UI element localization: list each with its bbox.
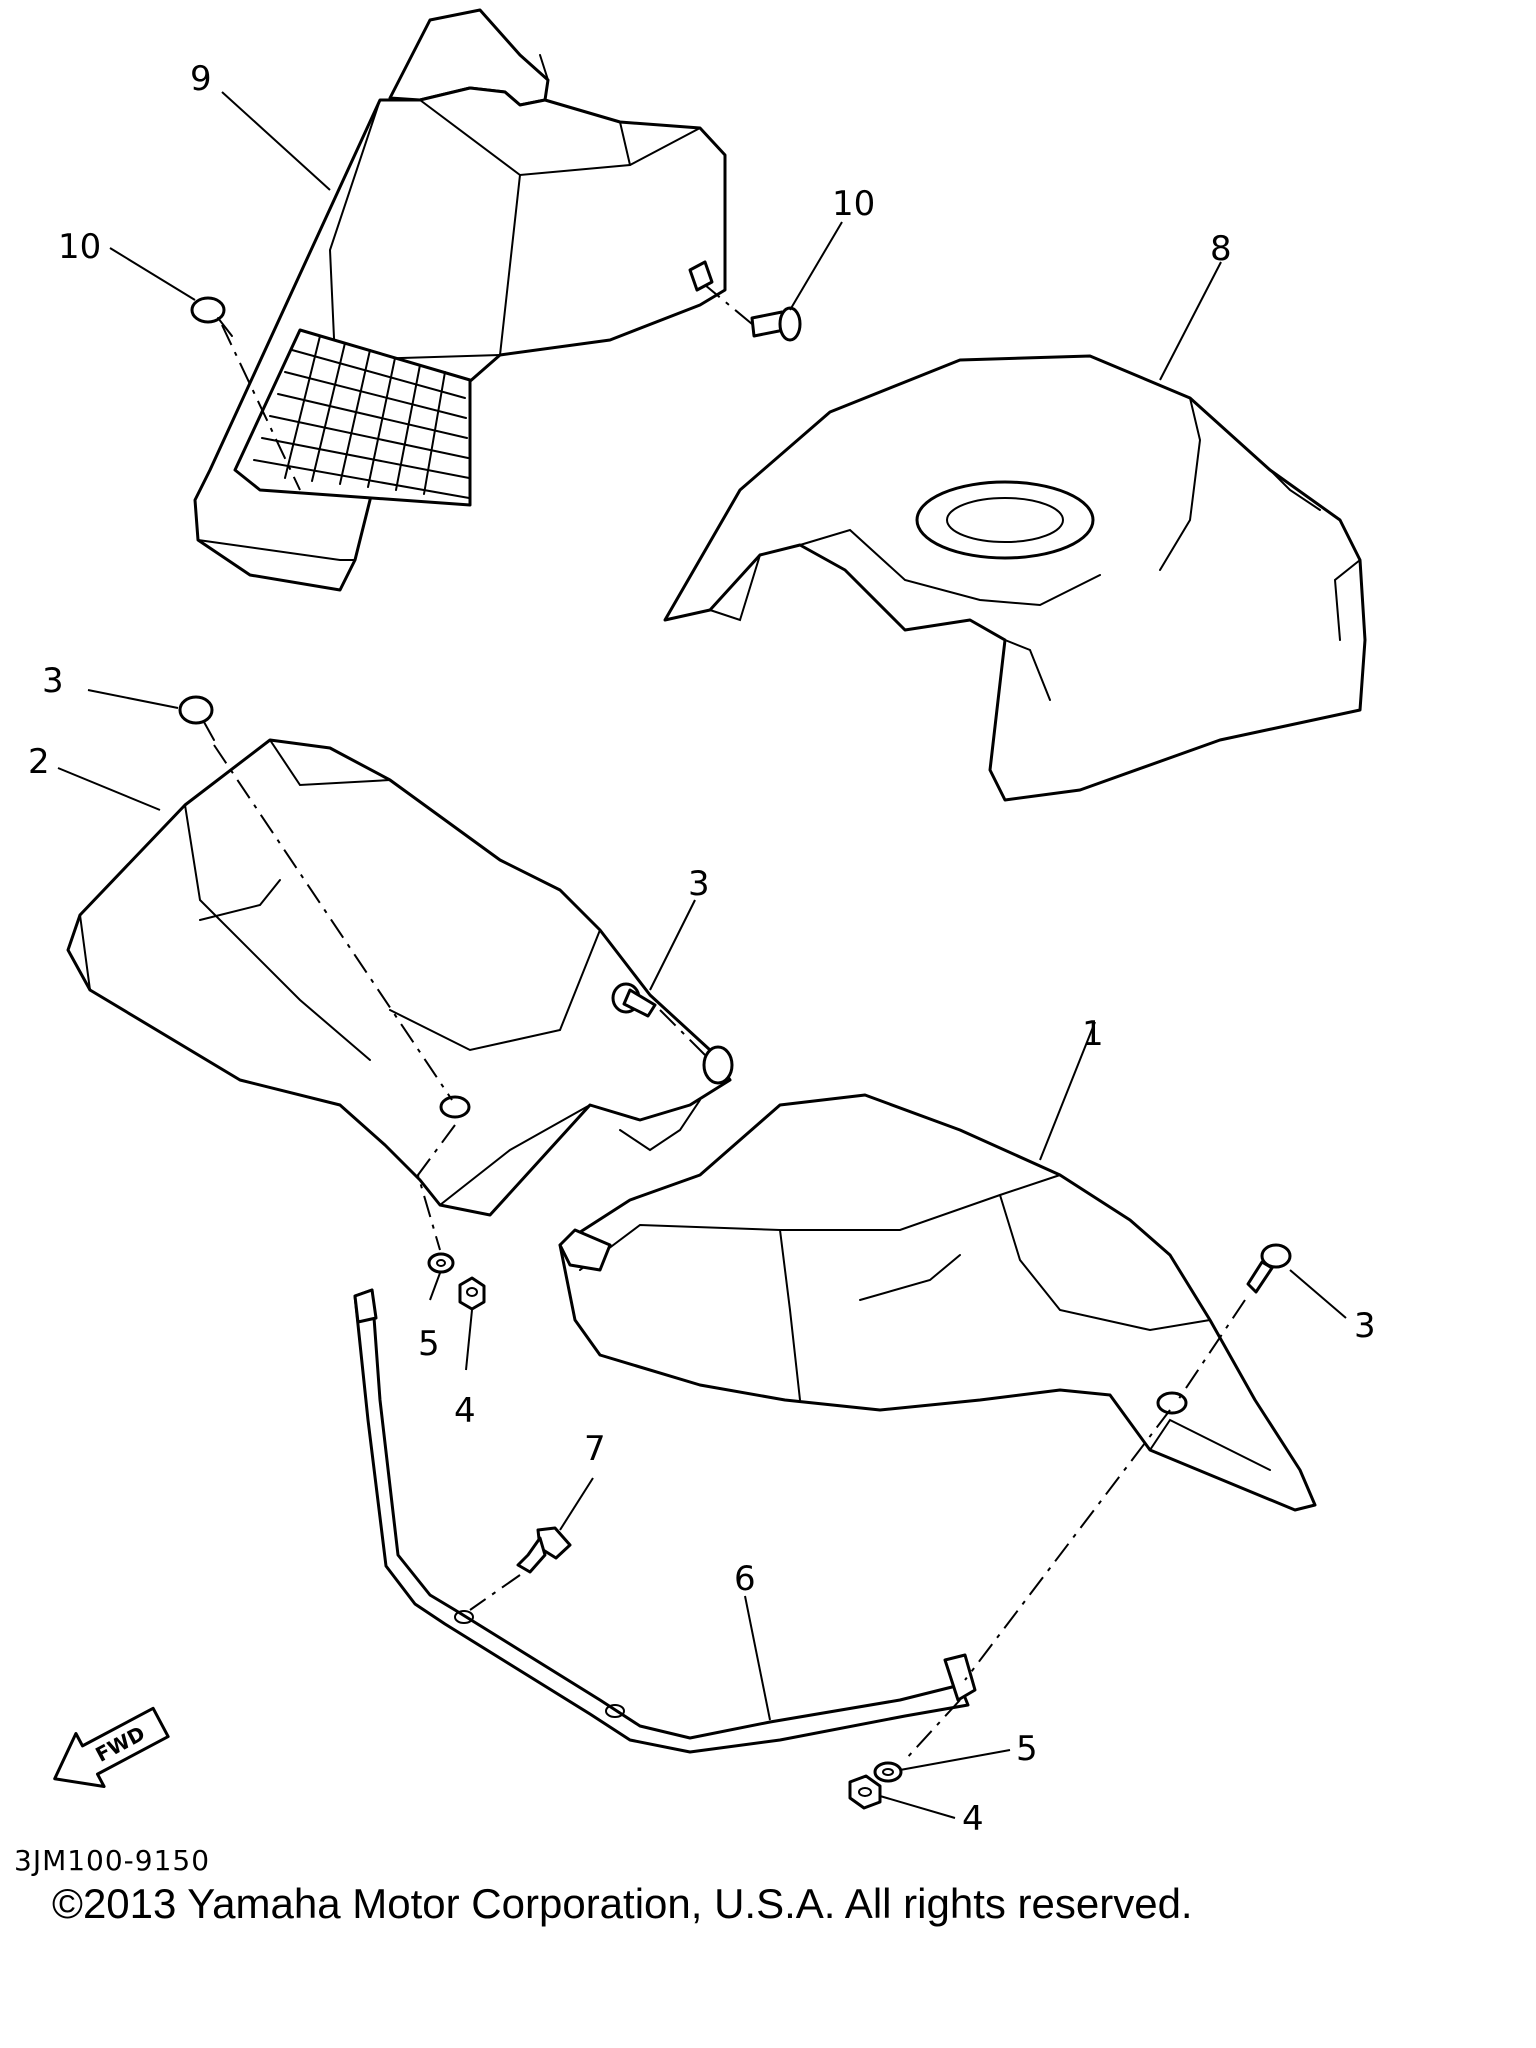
callout-1: 1 [1082, 1014, 1104, 1054]
callout-3-middle: 3 [688, 864, 710, 904]
screw-3-right [1177, 1243, 1292, 1401]
part-1-fender [558, 1093, 1317, 1512]
callout-2: 2 [28, 742, 50, 782]
screw-10-left [190, 296, 301, 491]
washer-5-right [873, 1761, 903, 1783]
callout-10-left: 10 [58, 227, 101, 267]
diagram-code: 3JM100-9150 [14, 1844, 210, 1877]
callout-7: 7 [584, 1429, 606, 1469]
callout-4-left: 4 [454, 1391, 476, 1431]
copyright-notice: ©2013 Yamaha Motor Corporation, U.S.A. A… [52, 1880, 1193, 1927]
leader-lines [57, 91, 1347, 1819]
part-2-fender [66, 738, 734, 1217]
part-8-tank-cover [663, 354, 1367, 802]
callout-4-right: 4 [962, 1799, 984, 1839]
callout-6: 6 [734, 1559, 756, 1599]
screw-10-right [704, 284, 802, 342]
washer-5-left [427, 1252, 455, 1274]
part-9-front-panel [193, 8, 727, 592]
callout-5-right: 5 [1016, 1729, 1038, 1769]
callout-10-right: 10 [832, 184, 875, 224]
callout-9: 9 [190, 59, 212, 99]
callouts: 9 10 10 8 3 2 3 1 3 5 4 7 6 5 4 [28, 59, 1376, 1839]
screw-3-middle [611, 982, 706, 1056]
callout-8: 8 [1210, 229, 1232, 269]
callout-5-left: 5 [418, 1324, 440, 1364]
screw-3-top-left [178, 695, 453, 1101]
bolt-7 [469, 1526, 572, 1611]
nut-4-right [848, 1774, 882, 1810]
fwd-arrow-icon: FWD [53, 1706, 170, 1788]
part-6-stay [353, 1288, 977, 1754]
nut-4-left [458, 1276, 486, 1311]
callout-3-top-left: 3 [42, 661, 64, 701]
callout-3-right: 3 [1354, 1306, 1376, 1346]
